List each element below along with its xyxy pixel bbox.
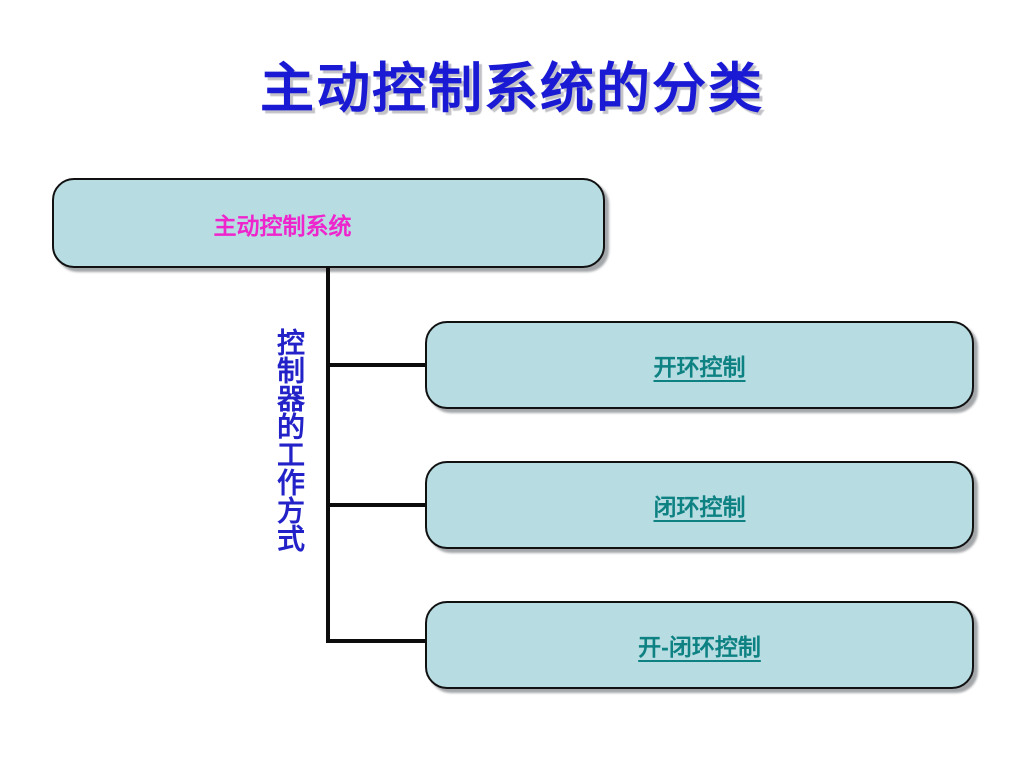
branch-caption-controller-working-mode: 控制器的工作方式 [273,328,304,552]
page-title: 主动控制系统的分类 [260,59,764,119]
node-closed-loop-control[interactable]: 闭环控制 [425,461,974,549]
node-root-active-control-system[interactable]: 主动控制系统 [52,178,605,268]
node-open-closed-loop-control-label[interactable]: 开-闭环控制 [638,634,761,660]
connector-stub-open-loop [326,363,427,367]
node-open-loop-control-label[interactable]: 开环控制 [653,354,746,380]
node-root-label: 主动控制系统 [213,213,352,239]
node-open-closed-loop-control[interactable]: 开-闭环控制 [425,601,974,689]
connector-stub-open-closed-loop [326,639,427,643]
node-closed-loop-control-label[interactable]: 闭环控制 [653,494,746,520]
connector-stub-closed-loop [326,503,427,507]
connector-trunk-vertical [326,267,330,643]
node-open-loop-control[interactable]: 开环控制 [425,321,974,409]
